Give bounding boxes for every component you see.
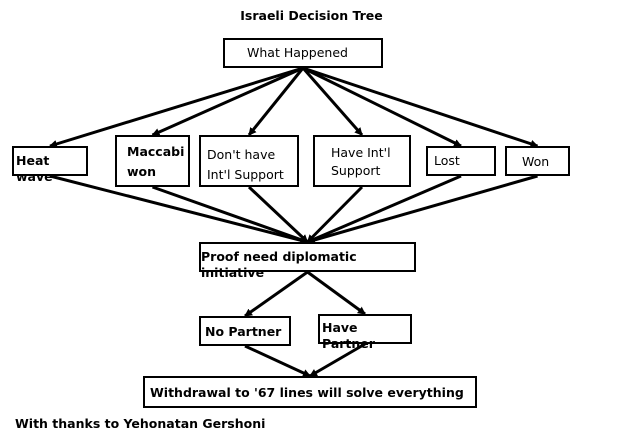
node-label-line: Int'l Support <box>207 167 284 182</box>
diagram-title: Israeli Decision Tree <box>240 8 383 23</box>
node-heat-wave: Heat wave <box>12 146 88 184</box>
node-label-line: Have Int'l <box>331 145 391 160</box>
edge-proof-to-no_partner <box>244 270 309 318</box>
node-label-line: Don't have <box>207 147 276 162</box>
node-label: Have Partner <box>322 320 375 351</box>
edge-root-to-no_support <box>247 67 305 136</box>
node-won: Won <box>505 146 570 176</box>
edge-root-to-have_support <box>301 67 364 136</box>
node-label-line: Support <box>331 163 381 178</box>
edge-maccabi-to-proof <box>151 185 309 244</box>
node-label: Lost <box>434 153 460 168</box>
node-label: No Partner <box>205 324 282 339</box>
edge-heat_wave-to-proof <box>49 174 309 245</box>
node-label: Heat wave <box>16 153 53 184</box>
edge-root-to-maccabi <box>151 66 304 137</box>
edge-no_partner-to-withdrawal <box>244 344 311 378</box>
edge-no_support-to-proof <box>247 185 309 244</box>
node-what-happened: What Happened <box>223 38 383 68</box>
node-label: Won <box>522 154 550 169</box>
node-label-line: won <box>127 164 157 179</box>
edge-won-to-proof <box>306 174 538 244</box>
credit-text: With thanks to Yehonatan Gershoni <box>15 416 266 431</box>
node-label: What Happened <box>247 45 348 60</box>
edge-root-to-heat_wave <box>49 66 304 148</box>
node-proof-need-diplomatic-initiative: Proof need diplomatic initiative <box>199 242 416 280</box>
node-no-partner: No Partner <box>199 316 291 346</box>
node-dont-have-intl-support: Don't have Int'l Support <box>199 135 299 187</box>
node-withdrawal-to-67-lines: Withdrawal to '67 lines will solve every… <box>143 376 477 408</box>
edge-have_partner-to-withdrawal <box>309 342 366 378</box>
edge-root-to-won <box>302 66 539 148</box>
node-have-intl-support: Have Int'l Support <box>313 135 411 187</box>
node-label-line: Maccabi <box>127 144 185 159</box>
edge-root-to-lost <box>302 66 462 148</box>
node-have-partner: Have Partner <box>318 314 412 351</box>
node-lost: Lost <box>426 146 496 176</box>
edge-have_support-to-proof <box>306 185 364 244</box>
edge-proof-to-have_partner <box>306 270 366 316</box>
edge-lost-to-proof <box>306 174 462 244</box>
node-label: Withdrawal to '67 lines will solve every… <box>150 385 464 400</box>
node-maccabi-won: Maccabi won <box>115 135 190 187</box>
node-label: Proof need diplomatic initiative <box>201 249 357 280</box>
